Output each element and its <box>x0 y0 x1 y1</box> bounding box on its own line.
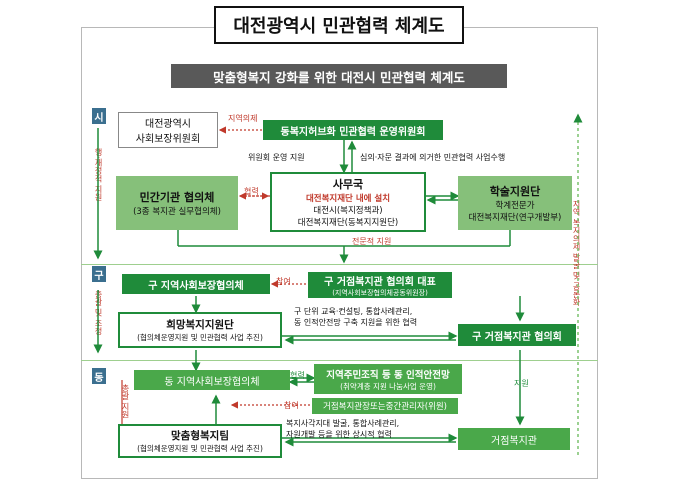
hub-director-label: 거점복지관장또는중간관리자(위원) <box>323 402 447 412</box>
right-vertical-text: 지역 복지의제 발굴 및 공론화 <box>572 200 581 307</box>
label-cooperation-left: 협력 <box>244 187 259 196</box>
label-gu-unit-line2: 동 인적안전망 구축 지원을 위한 협력 <box>294 318 418 327</box>
private-council-box: 민간기관 협의체 (3종 복지관 실무협의체) <box>116 176 238 230</box>
tier-separator-dong <box>81 360 598 361</box>
gu-hub-rep-title: 구 거점복지관 협의회 대표 <box>324 276 436 288</box>
secretariat-line1: 대전복지재단 내에 설치 <box>305 194 391 204</box>
secretariat-box: 사무국 대전복지재단 내에 설치 대전시(복지정책과) 대전복지재단(동복지지원… <box>270 172 426 232</box>
dong-social-council-label: 동 지역사회보장협의체 <box>164 376 260 388</box>
gu-hub-welfare-council: 구 거점복지관 협의회 <box>458 324 576 346</box>
private-council-sub: (3종 복지관 실무협의체) <box>133 207 221 217</box>
private-council-title: 민간기관 협의체 <box>139 191 215 204</box>
si-social-security-committee: 대전광역시 사회보장위원회 <box>118 112 218 148</box>
page-title: 대전광역시 민관협력 체계도 <box>214 6 464 44</box>
label-dong-collab: 복지사각지대 발굴, 통합사례관리, 자원개발 등을 위한 상시적 협력 <box>286 418 399 440</box>
academic-title: 학술지원단 <box>489 185 541 198</box>
left-vertical-dong: 총괄 지원 <box>121 384 130 419</box>
academic-sub2: 대전복지재단(연구개발부) <box>468 213 562 223</box>
label-gu-unit: 구 단위 교육·컨설팅, 통합사례관리, 동 인적안전망 구축 지원을 위한 협… <box>294 306 417 328</box>
hope-center-title: 희망복지지원단 <box>166 319 234 331</box>
label-participation-gu: 참여 <box>276 277 291 286</box>
label-si-agenda: 지역의제 <box>228 114 258 123</box>
label-deliberation: 심의·자문 결과에 의거한 민관협력 사업수행 <box>360 153 506 162</box>
custom-team-sub: (협의체운영지원 및 민관협력 사업 추진) <box>137 444 263 453</box>
dong-resident-sub: (취약계층 지원 나눔사업 운영) <box>340 381 436 391</box>
label-participation-dong: 참여 <box>284 401 299 410</box>
secretariat-line2: 대전시(복지정책과) <box>313 206 383 216</box>
dong-resident-network: 지역주민조직 등 동 인적안전망 (취약계층 지원 나눔사업 운영) <box>314 364 462 394</box>
si-committee-line1: 대전광역시 <box>145 119 191 130</box>
secretariat-line3: 대전복지재단(동복지지원단) <box>297 218 399 228</box>
diagram-subtitle: 맞춤형복지 강화를 위한 대전시 민관협력 체계도 <box>171 64 507 88</box>
dong-social-security-council: 동 지역사회보장협의체 <box>134 370 290 390</box>
gu-hub-council-rep: 구 거점복지관 협의회 대표 (지역사회보장협의체공동위원장) <box>308 272 452 298</box>
custom-welfare-team: 맞춤형복지팀 (협의체운영지원 및 민관협력 사업 추진) <box>118 424 282 458</box>
custom-team-title: 맞춤형복지팀 <box>171 430 229 442</box>
tier-separator-gu <box>81 264 598 265</box>
label-professional-support: 전문적 지원 <box>352 237 392 246</box>
si-committee-line2: 사회보장위원회 <box>135 134 201 145</box>
academic-support-box: 학술지원단 학계전문가 대전복지재단(연구개발부) <box>458 176 572 230</box>
dong-resident-title: 지역주민조직 등 동 인적안전망 <box>326 369 450 381</box>
hub-director-member: 거점복지관장또는중간관리자(위원) <box>312 398 458 414</box>
hope-welfare-center: 희망복지지원단 (협의체운영지원 및 민관협력 사업 추진) <box>118 312 282 348</box>
gu-social-security-council: 구 지역사회보장협의체 <box>122 274 270 294</box>
label-committee-support: 위원회 운영 지원 <box>248 153 305 162</box>
tier-tag-dong: 동 <box>92 368 106 384</box>
tier-tag-gu: 구 <box>92 266 106 282</box>
academic-sub1: 학계전문가 <box>495 201 535 211</box>
label-cooperation-dong: 협력 <box>290 371 305 380</box>
label-gu-unit-line1: 구 단위 교육·컨설팅, 통합사례관리, <box>294 307 413 316</box>
hub-center-label: 거점복지관 <box>491 435 537 447</box>
hope-center-sub: (협의체운영지원 및 민관협력 사업 추진) <box>137 333 263 342</box>
gu-hub-rep-sub: (지역사회보장협의체공동위원장) <box>332 288 428 297</box>
label-dong-collab-line2: 자원개발 등을 위한 상시적 협력 <box>286 430 392 439</box>
label-support: 지원 <box>514 379 529 388</box>
hub-welfare-center: 거점복지관 <box>458 428 570 450</box>
secretariat-title: 사무국 <box>332 178 364 191</box>
tier-tag-si: 시 <box>92 108 106 124</box>
dong-hub-committee: 동복지허브화 민관협력 운영위원회 <box>263 120 443 140</box>
label-dong-collab-line1: 복지사각지대 발굴, 통합사례관리, <box>286 419 400 428</box>
